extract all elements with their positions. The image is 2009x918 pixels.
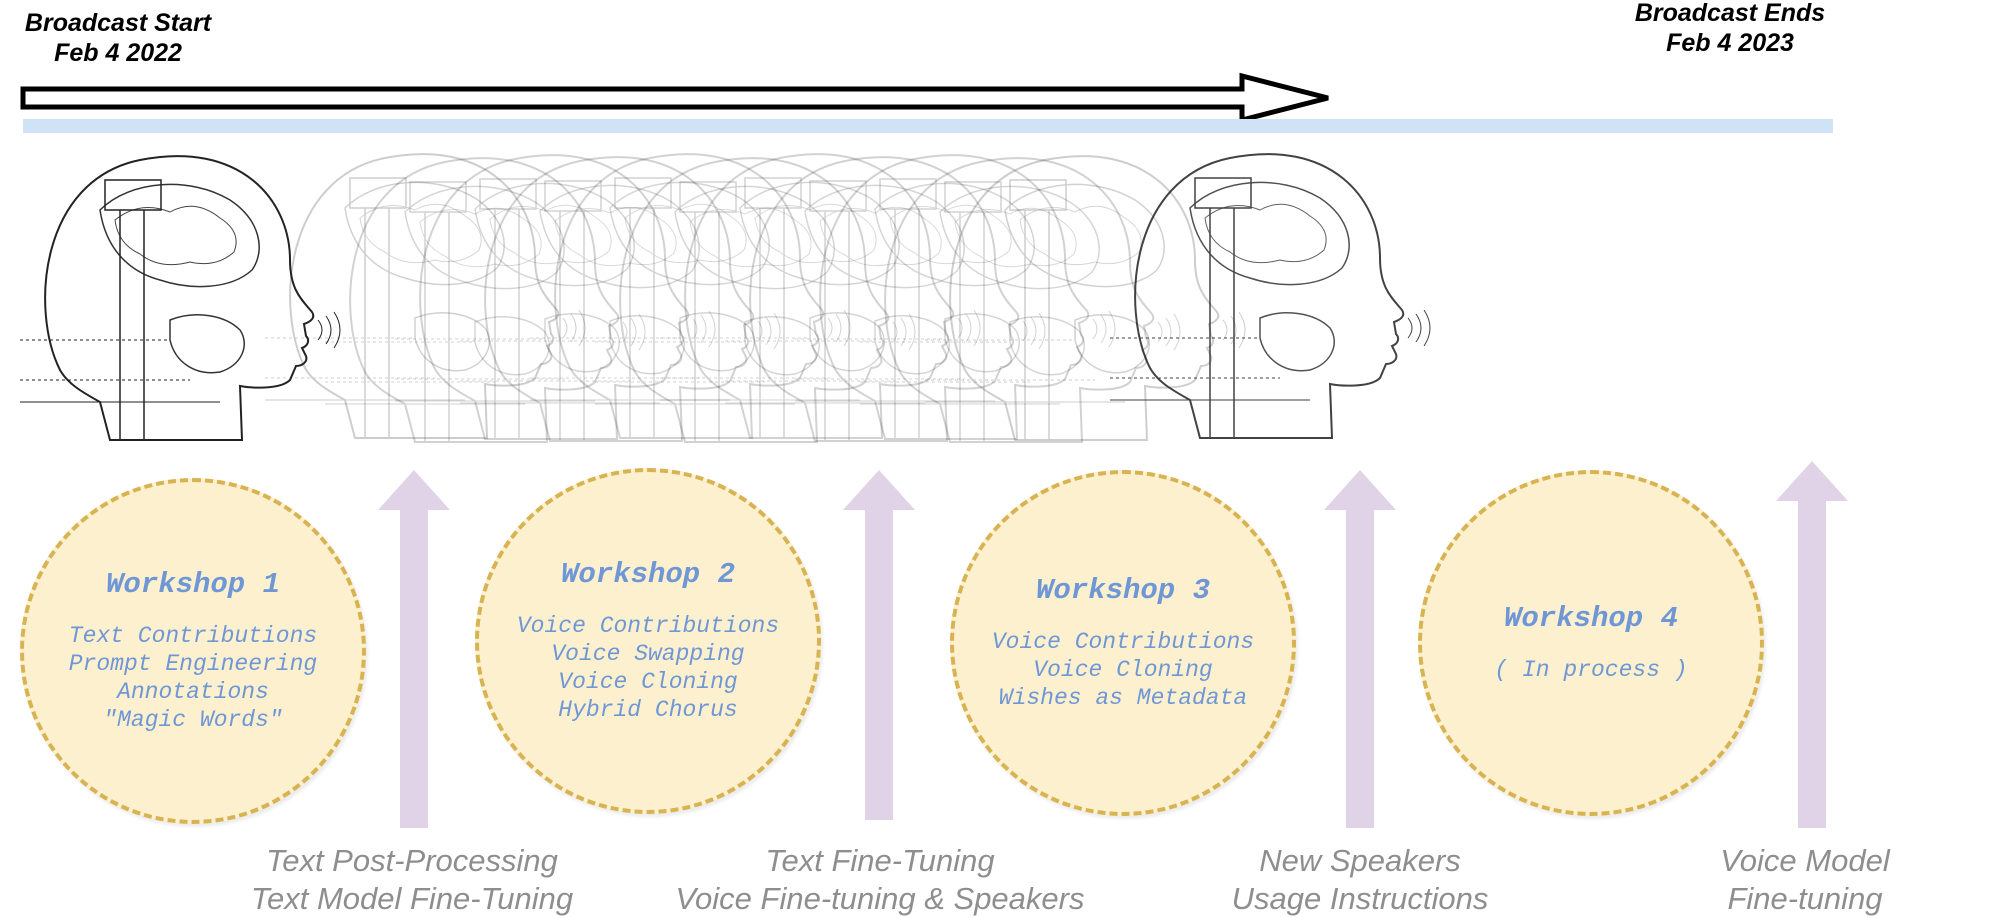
stage-4-line1: Voice Model <box>1720 843 1890 878</box>
workshop-1-line: Text Contributions <box>68 623 318 649</box>
workshop-1-line: "Magic Words" <box>103 707 283 733</box>
stage-2-line2: Voice Fine-tuning & Speakers <box>675 881 1085 916</box>
workshop-2-title: Workshop 2 <box>560 558 736 591</box>
stage-3-line1: New Speakers <box>1259 843 1461 878</box>
timeline-arrow-icon <box>20 72 1329 124</box>
stage-1-line2: Text Model Fine-Tuning <box>250 881 574 916</box>
broadcast-start-title: Broadcast Start <box>24 9 212 37</box>
workshop-2-line: Hybrid Chorus <box>558 697 738 723</box>
broadcast-end-date: Feb 4 2023 <box>1666 29 1794 57</box>
stage-1-line1: Text Post-Processing <box>266 843 558 878</box>
stage-3-caption: New Speakers Usage Instructions <box>1200 842 1520 918</box>
stage-4-caption: Voice Model Fine-tuning <box>1690 842 1920 918</box>
stage-2-caption: Text Fine-Tuning Voice Fine-tuning & Spe… <box>655 842 1105 918</box>
stage-2-line1: Text Fine-Tuning <box>765 843 995 878</box>
workshop-2-line: Voice Cloning <box>558 669 738 695</box>
up-arrow-icon <box>1776 461 1848 828</box>
workshop-4-line: ( In process ) <box>1494 657 1688 683</box>
timeline-band <box>23 119 1833 133</box>
broadcast-start-label: Broadcast Start Feb 4 2022 <box>18 8 218 68</box>
workshop-3-line: Voice Contributions <box>991 629 1255 655</box>
workshop-3-line: Voice Cloning <box>1033 657 1213 683</box>
workshop-4-title: Workshop 4 <box>1503 602 1679 635</box>
broadcast-end-title: Broadcast Ends <box>1634 0 1826 27</box>
workshop-1-title: Workshop 1 <box>105 568 281 601</box>
workshop-1-line: Annotations <box>117 679 269 705</box>
stage-3-line2: Usage Instructions <box>1231 881 1489 916</box>
workshop-2-line: Voice Contributions <box>516 613 780 639</box>
workshop-3-circle: Workshop 3 Voice Contributions Voice Clo… <box>950 470 1296 816</box>
broadcast-start-date: Feb 4 2022 <box>54 39 182 67</box>
workshop-1-line: Prompt Engineering <box>68 651 318 677</box>
workshop-3-line: Wishes as Metadata <box>998 685 1248 711</box>
workshop-2-line: Voice Swapping <box>551 641 745 667</box>
workshop-4-circle: Workshop 4 ( In process ) <box>1418 470 1764 816</box>
workshop-1-circle: Workshop 1 Text Contributions Prompt Eng… <box>20 478 366 824</box>
stage-1-caption: Text Post-Processing Text Model Fine-Tun… <box>212 842 612 918</box>
stage-4-line2: Fine-tuning <box>1727 881 1883 916</box>
workshop-3-title: Workshop 3 <box>1035 574 1211 607</box>
broadcast-end-label: Broadcast Ends Feb 4 2023 <box>1600 0 1860 58</box>
head-diagram-illustration <box>20 153 1431 443</box>
up-arrow-icon <box>378 470 450 828</box>
workshop-2-circle: Workshop 2 Voice Contributions Voice Swa… <box>475 468 821 814</box>
up-arrow-icon <box>1324 470 1396 828</box>
up-arrow-icon <box>843 470 915 820</box>
